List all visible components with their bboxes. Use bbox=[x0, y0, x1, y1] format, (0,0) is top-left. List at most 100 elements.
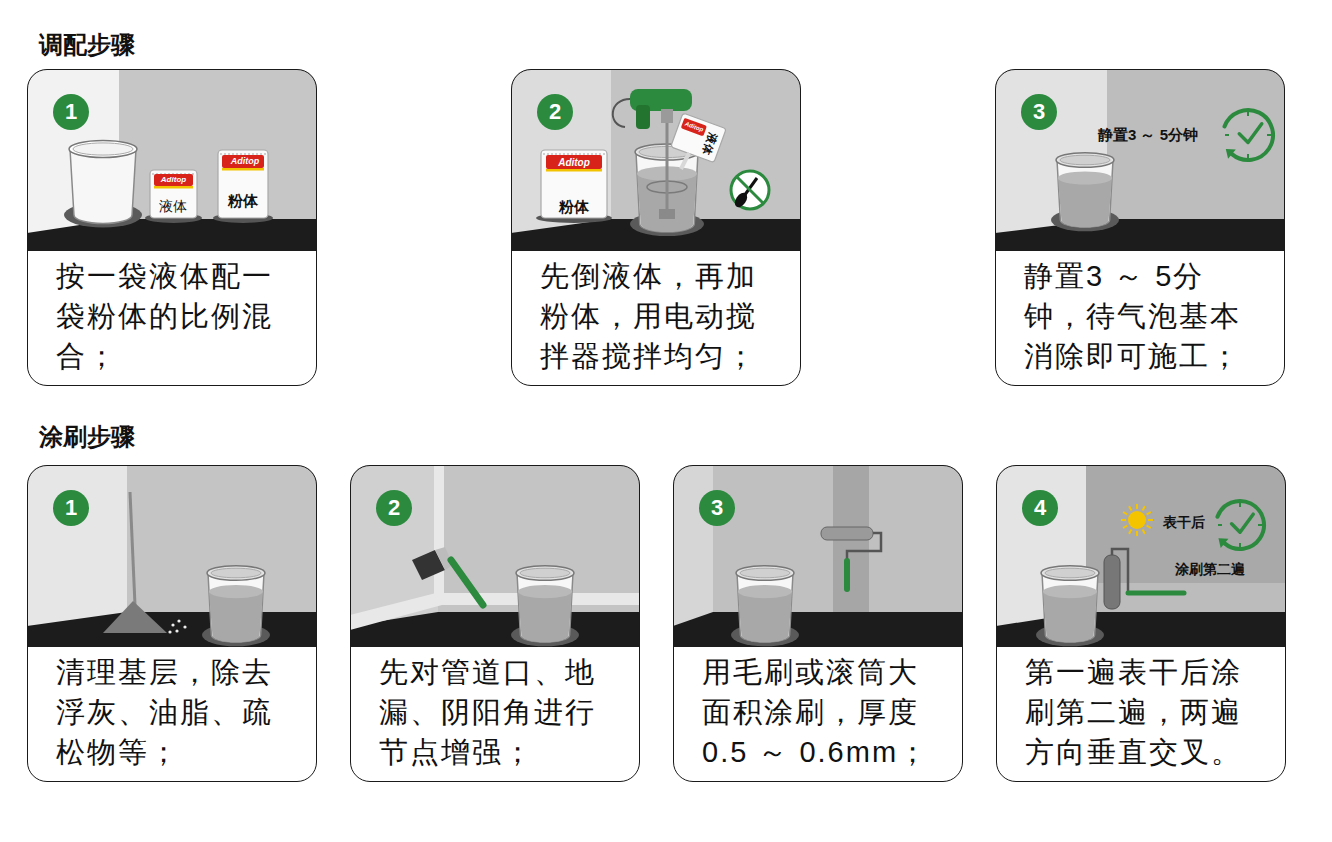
clock-arrowhead bbox=[1226, 149, 1236, 159]
bucket-rim bbox=[1041, 566, 1099, 581]
step-caption: 用毛刷或滚筒大面积涂刷，厚度0.5 ～ 0.6mm； bbox=[702, 652, 937, 772]
card-illustration bbox=[995, 69, 1285, 386]
card-illustration bbox=[511, 69, 801, 386]
step-number: 2 bbox=[376, 490, 412, 526]
bag-body bbox=[541, 150, 607, 218]
clock-arrowhead bbox=[1218, 538, 1228, 548]
mixer-paddle bbox=[659, 209, 675, 219]
roller-cylinder bbox=[821, 527, 873, 540]
clock-hands bbox=[1232, 514, 1254, 532]
dust-speck bbox=[177, 619, 180, 622]
bucket-rim-inner bbox=[211, 568, 261, 578]
floor bbox=[27, 612, 317, 647]
card-ground bbox=[995, 69, 1285, 386]
clock-tick bbox=[1239, 503, 1241, 507]
brand-logo: Aditop bbox=[161, 176, 186, 185]
bucket-rim-inner bbox=[73, 143, 133, 155]
small-bag bbox=[671, 113, 727, 163]
bag-logo-stripe bbox=[222, 168, 264, 171]
floor bbox=[996, 612, 1286, 647]
bucket-rim bbox=[207, 566, 265, 581]
back-wall bbox=[27, 465, 317, 647]
bag-logo bbox=[154, 174, 193, 186]
bucket-rim bbox=[516, 566, 574, 581]
corner-strip bbox=[434, 465, 444, 595]
clock-tick bbox=[1258, 524, 1262, 526]
bucket-rim bbox=[1056, 153, 1114, 168]
floor bbox=[995, 219, 1285, 251]
step-card: 1 清理基层，除去浮灰、油脂、疏松物等； bbox=[27, 465, 317, 782]
drill-cord bbox=[613, 99, 630, 127]
bag-label: 粉体 bbox=[559, 199, 589, 216]
bucket-liquid bbox=[209, 592, 263, 643]
sun-ray bbox=[1147, 512, 1151, 515]
no-shovel-slash bbox=[737, 177, 763, 203]
step-number: 1 bbox=[53, 490, 89, 526]
back-wall bbox=[350, 465, 640, 647]
sun-core bbox=[1128, 511, 1146, 529]
baseboard-strip bbox=[350, 593, 640, 630]
clock-tick bbox=[1239, 543, 1241, 547]
bag-body bbox=[150, 170, 197, 218]
clock-hands bbox=[1239, 124, 1262, 143]
clock-tick bbox=[1218, 524, 1222, 526]
bucket-rim bbox=[69, 140, 137, 157]
card-illustration bbox=[27, 69, 317, 386]
dust-speck bbox=[171, 623, 174, 626]
liquid-surface bbox=[209, 585, 263, 598]
bucket-body bbox=[70, 149, 136, 224]
time-note: 静置3 ～ 5分钟 bbox=[1098, 127, 1198, 144]
step-card: 3用毛刷或滚筒大面积涂刷，厚度0.5 ～ 0.6mm； bbox=[673, 465, 963, 782]
step-card: 4 第一遍表干后涂刷第二遍，两遍方向垂直交叉。 bbox=[996, 465, 1286, 782]
card-illustration bbox=[350, 465, 640, 782]
drying-note: 表干后 bbox=[1163, 515, 1205, 530]
brand-logo: Aditop bbox=[684, 121, 704, 134]
drill-chuck bbox=[661, 109, 673, 123]
powder-stream bbox=[681, 153, 689, 169]
step-card: 2先对管道口、地漏、阴阳角进行节点增强； bbox=[350, 465, 640, 782]
dust-speck bbox=[168, 630, 171, 633]
liquid-surface bbox=[1043, 585, 1097, 598]
clock-ring bbox=[1217, 501, 1264, 549]
bag-body bbox=[671, 113, 727, 163]
step-card: 2先倒液体，再加粉体，用电动搅拌器搅拌均匀； bbox=[511, 69, 801, 386]
clock-tick bbox=[1247, 154, 1249, 158]
bucket-body bbox=[737, 573, 793, 642]
roller-cylinder bbox=[1104, 555, 1120, 609]
roller-frame bbox=[847, 533, 881, 561]
card-ground bbox=[996, 465, 1286, 782]
card-ground bbox=[350, 465, 640, 782]
dust-speck bbox=[183, 625, 186, 628]
bag-crimp bbox=[543, 153, 605, 155]
broom-stick bbox=[130, 492, 135, 605]
bag-logo-stripe bbox=[546, 169, 602, 172]
no-shovel-ring bbox=[731, 171, 769, 209]
step-number: 1 bbox=[53, 94, 89, 130]
sun-ray bbox=[1129, 530, 1132, 534]
bucket-body bbox=[208, 573, 264, 642]
step-caption: 第一遍表干后涂刷第二遍，两遍方向垂直交叉。 bbox=[1025, 652, 1260, 772]
roller-handle bbox=[844, 561, 850, 589]
step-number: 4 bbox=[1022, 490, 1058, 526]
roller-frame bbox=[1112, 549, 1128, 593]
sun-ray bbox=[1129, 506, 1132, 510]
back-wall bbox=[511, 69, 801, 251]
step-caption: 先倒液体，再加粉体，用电动搅拌器搅拌均匀； bbox=[540, 256, 775, 376]
bag-logo bbox=[546, 155, 602, 169]
bucket-body bbox=[1042, 573, 1098, 642]
sun-ray bbox=[1143, 506, 1146, 510]
bucket-liquid bbox=[1043, 592, 1097, 643]
step-card: 3静置3 ～ 5分钟，待气泡基本消除即可施工； bbox=[995, 69, 1285, 386]
bucket-rim-inner bbox=[520, 568, 570, 578]
bucket-rim-inner bbox=[1045, 568, 1095, 578]
bucket-liquid bbox=[738, 592, 792, 643]
section-heading: 涂刷步骤 bbox=[39, 424, 135, 450]
sun-ray bbox=[1123, 526, 1127, 529]
drill-handle bbox=[636, 105, 650, 129]
step-caption: 清理基层，除去浮灰、油脂、疏松物等； bbox=[56, 652, 291, 772]
bag-body bbox=[218, 150, 268, 218]
bag-logo bbox=[681, 118, 707, 137]
card-illustration bbox=[673, 465, 963, 782]
step-caption: 按一袋液体配一袋粉体的比例混合； bbox=[56, 256, 291, 376]
step-number: 3 bbox=[1021, 94, 1057, 130]
